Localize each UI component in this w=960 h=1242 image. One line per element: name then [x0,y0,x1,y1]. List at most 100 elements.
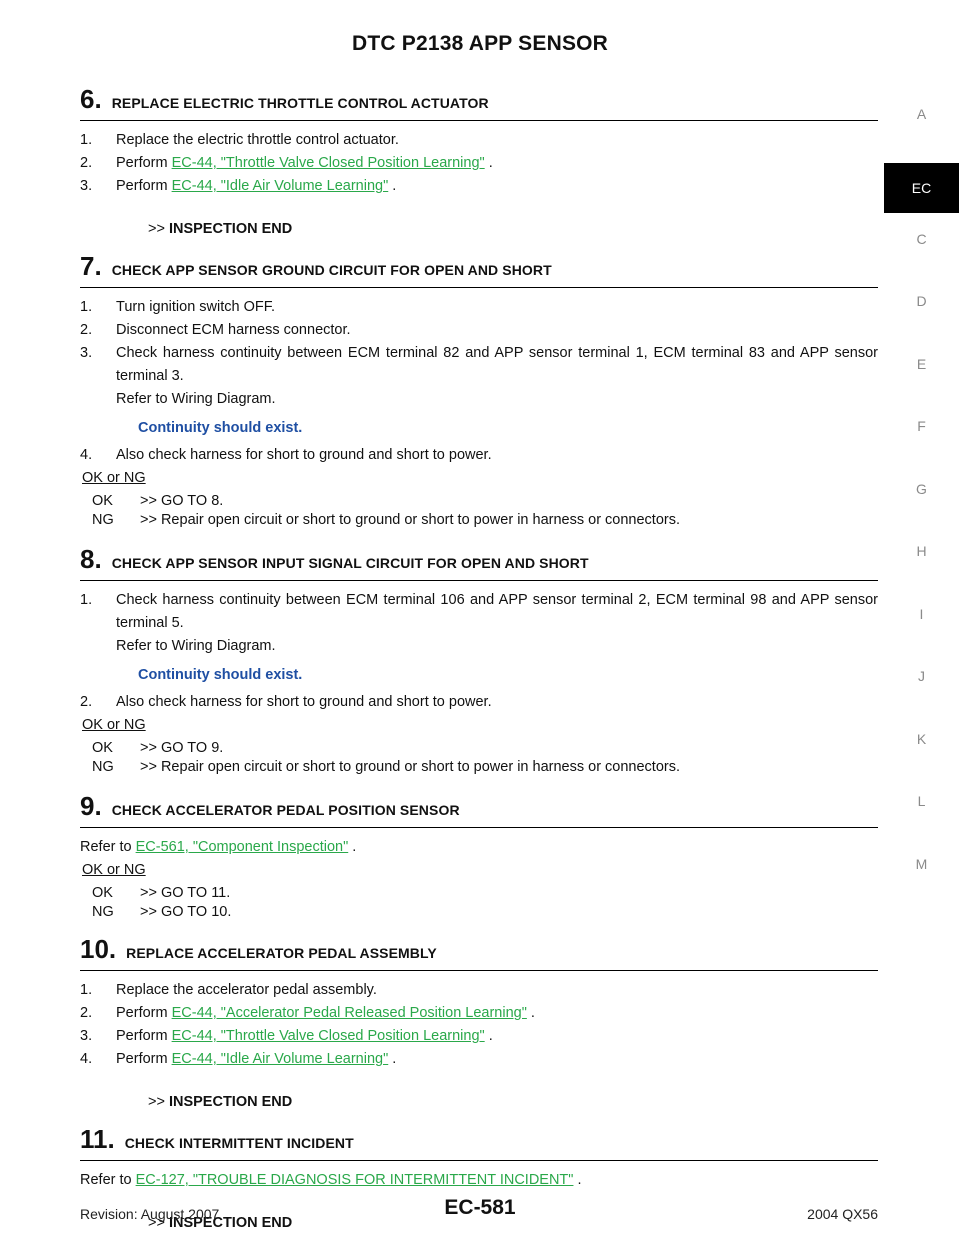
result-value: >> GO TO 8. [140,493,224,509]
result-key: OK [92,885,113,901]
item-subtext: Refer to Wiring Diagram. [116,638,276,654]
side-index-ec[interactable]: EC [884,162,959,213]
end-text: INSPECTION END [168,221,293,237]
side-index-c[interactable]: C [916,230,927,247]
spec-continuity: Continuity should exist. [138,420,303,436]
item-text: Disconnect ECM harness connector. [116,322,351,338]
refer-text: Refer to [80,839,136,855]
item-text: Turn ignition switch OFF. [116,299,276,315]
result-row: OK >> GO TO 9. [92,739,878,758]
footer-revision: Revision: August 2007 [80,1206,220,1222]
result-key: OK [92,493,113,509]
side-index-k[interactable]: K [916,730,927,747]
list-item: 1. Check harness continuity between ECM … [80,589,878,658]
list-item: 3. Perform EC-44, "Throttle Valve Closed… [80,1025,878,1048]
side-index: A EC C D E F G H I J K L M [884,100,959,912]
item-text: Perform [116,155,172,171]
item-number: 1. [80,132,93,148]
result-row: NG >> Repair open circuit or short to gr… [92,511,878,530]
item-text: Perform [116,1051,172,1067]
side-index-g[interactable]: G [916,480,927,497]
side-index-d[interactable]: D [916,293,927,309]
side-index-a[interactable]: A [916,106,927,122]
throttle-valve-learning-link[interactable]: EC-44, "Throttle Valve Closed Position L… [171,1028,485,1044]
list-item: 1. Replace the accelerator pedal assembl… [80,979,878,1002]
item-text: Replace the accelerator pedal assembly. [116,982,377,998]
item-text: Replace the electric throttle control ac… [116,132,399,148]
side-index-h[interactable]: H [916,543,927,559]
result-key: NG [92,904,114,920]
item-number: 2. [80,322,93,338]
end-prefix: >> [148,221,165,237]
result-row: NG >> GO TO 10. [92,903,878,922]
list-item: 2. Disconnect ECM harness connector. [80,319,878,342]
result-row: OK >> GO TO 8. [92,492,878,511]
item-number: 1. [80,299,93,315]
accelerator-pedal-learning-link[interactable]: EC-44, "Accelerator Pedal Released Posit… [171,1005,527,1021]
item-number: 4. [80,1051,93,1067]
result-key: NG [92,759,114,775]
item-number: 4. [80,447,93,463]
page-title: DTC P2138 APP SENSOR [351,32,609,55]
intermittent-incident-link[interactable]: EC-127, "TROUBLE DIAGNOSIS FOR INTERMITT… [135,1172,574,1188]
item-text: . [484,155,493,171]
item-text: Also check harness for short to ground a… [116,694,492,710]
step-8-header: 8. CHECK APP SENSOR INPUT SIGNAL CIRCUIT… [80,544,878,581]
ok-or-ng-label: OK or NG [82,862,146,878]
list-item: 2. Perform EC-44, "Throttle Valve Closed… [80,152,878,175]
step-title: CHECK APP SENSOR INPUT SIGNAL CIRCUIT FO… [111,555,589,571]
list-item: 1. Replace the electric throttle control… [80,129,878,152]
idle-air-volume-learning-link[interactable]: EC-44, "Idle Air Volume Learning" [171,178,389,194]
item-subtext: Refer to Wiring Diagram. [116,391,276,407]
main-content: 6. REPLACE ELECTRIC THROTTLE CONTROL ACT… [80,84,878,1235]
refer-text: . [348,839,357,855]
step-number: 8. [80,544,102,574]
end-text: INSPECTION END [168,1094,293,1110]
result-value: >> Repair open circuit or short to groun… [140,759,681,775]
item-number: 2. [80,694,93,710]
ok-or-ng-label: OK or NG [82,470,146,486]
step-number: 7. [80,251,102,281]
idle-air-volume-learning-link[interactable]: EC-44, "Idle Air Volume Learning" [171,1051,389,1067]
step-9-header: 9. CHECK ACCELERATOR PEDAL POSITION SENS… [80,791,878,828]
result-key: OK [92,740,113,756]
throttle-valve-learning-link[interactable]: EC-44, "Throttle Valve Closed Position L… [171,155,485,171]
list-item: 3. Check harness continuity between ECM … [80,342,878,411]
refer-line: Refer to EC-561, "Component Inspection" … [80,836,878,859]
item-text: . [484,1028,493,1044]
side-index-l[interactable]: L [917,793,926,809]
inspection-end: >> INSPECTION END [148,218,878,241]
step-7-header: 7. CHECK APP SENSOR GROUND CIRCUIT FOR O… [80,251,878,288]
result-value: >> GO TO 9. [140,740,224,756]
ok-or-ng-label: OK or NG [82,717,146,733]
item-number: 3. [80,178,93,194]
step-title: REPLACE ELECTRIC THROTTLE CONTROL ACTUAT… [111,95,489,111]
footer-page-number: EC-581 [444,1196,516,1219]
step-number: 9. [80,791,102,821]
result-value: >> Repair open circuit or short to groun… [140,512,681,528]
list-item: 3. Perform EC-44, "Idle Air Volume Learn… [80,175,878,198]
side-index-j[interactable]: J [918,668,925,684]
item-text: Perform [116,1028,172,1044]
step-title: REPLACE ACCELERATOR PEDAL ASSEMBLY [126,945,437,961]
inspection-end: >> INSPECTION END [148,1091,878,1114]
component-inspection-link[interactable]: EC-561, "Component Inspection" [135,839,349,855]
step-10-header: 10. REPLACE ACCELERATOR PEDAL ASSEMBLY [80,934,878,971]
item-number: 2. [80,155,93,171]
side-index-f[interactable]: F [917,418,926,434]
item-text: Also check harness for short to ground a… [116,447,492,463]
step-number: 11. [80,1124,115,1154]
item-text: . [388,1051,397,1067]
side-index-m[interactable]: M [915,855,928,872]
item-number: 3. [80,1028,93,1044]
item-text: . [388,178,397,194]
spec-continuity: Continuity should exist. [138,667,303,683]
refer-text: . [573,1172,582,1188]
item-text: Perform [116,178,172,194]
footer-model: 2004 QX56 [807,1206,878,1222]
step-title: CHECK ACCELERATOR PEDAL POSITION SENSOR [111,802,460,818]
item-number: 1. [80,982,93,998]
side-index-i[interactable]: I [919,605,924,622]
result-row: OK >> GO TO 11. [92,884,878,903]
side-index-e[interactable]: E [916,355,927,372]
